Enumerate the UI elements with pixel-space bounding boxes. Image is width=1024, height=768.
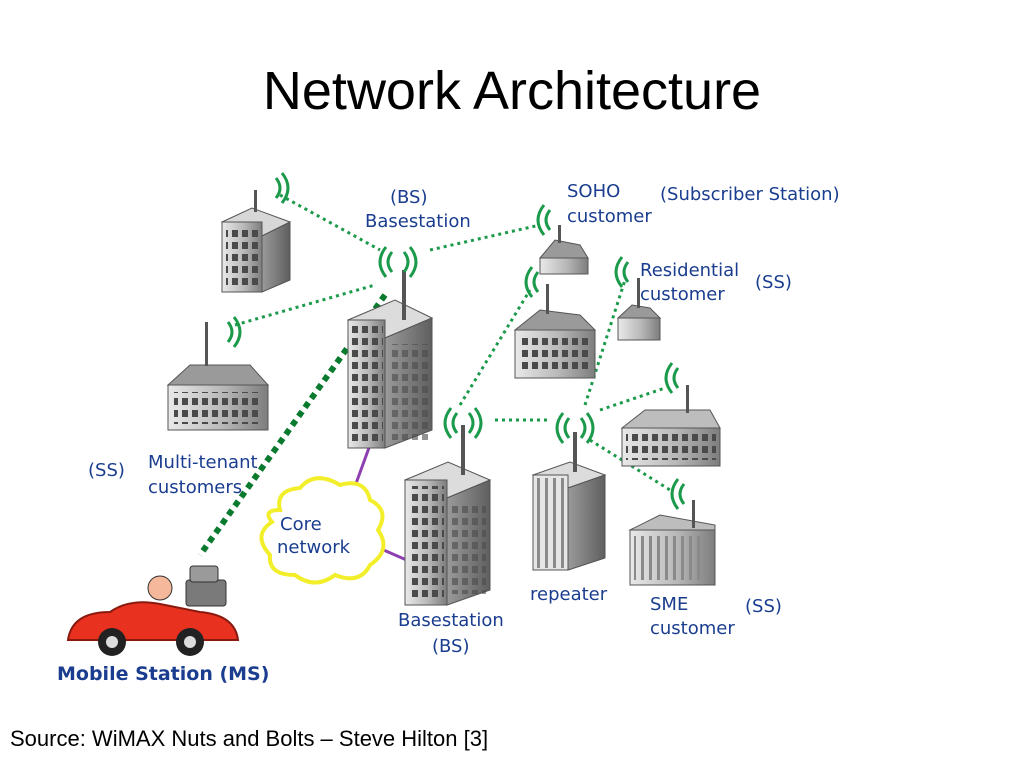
source-citation: Source: WiMAX Nuts and Bolts – Steve Hil… [10,726,489,751]
subscriber-station-label: (Subscriber Station) [660,184,840,205]
residential-house [614,255,662,341]
bs-bottom-label-2: (BS) [432,636,470,657]
mobile-station-label: Mobile Station (MS) [57,663,269,685]
bs-bottom-label-1: Basestation [398,610,504,631]
page-title: Network Architecture [262,61,762,121]
mobile-link [197,293,388,557]
residential-label-2: customer [640,284,725,305]
multi-tenant-building [166,315,270,431]
factory-building [620,361,721,467]
link-repeater-sme [589,438,671,492]
basestation-top [346,245,434,449]
sme-label-2: customer [650,618,735,639]
link-repeater-residential [583,279,627,406]
soho-label-1: SOHO [567,181,620,202]
link-bs-multi-tenant [234,283,376,327]
mobile-station-car [66,565,240,656]
residential-ss-label: (SS) [755,272,792,293]
multi-tenant-label-2: customers [148,477,242,498]
core-label-1: Core [280,514,322,535]
office-building [220,171,292,293]
link-bs2-house [458,289,532,406]
link-bs-soho [429,223,541,252]
link-bs-office [279,193,381,252]
wireless-links [234,193,671,492]
suburban-houses [513,265,597,379]
multi-tenant-label-1: Multi-tenant [148,452,258,473]
core-network-cloud [259,476,386,585]
multi-tenant-ss-label: (SS) [88,460,125,481]
soho-label-2: customer [567,206,652,227]
link-repeater-factory [599,386,666,412]
core-label-2: network [277,537,351,558]
bs-top-label-1: (BS) [390,187,428,208]
residential-label-1: Residential [640,260,739,281]
sme-label-1: SME [650,594,688,615]
sme-ss-label: (SS) [745,596,782,617]
basestation-bottom [403,406,492,606]
sme-building [628,477,716,586]
repeater-label: repeater [530,584,608,605]
repeater-tower [531,411,607,571]
soho-house [536,203,589,275]
bs-top-label-2: Basestation [365,211,471,232]
